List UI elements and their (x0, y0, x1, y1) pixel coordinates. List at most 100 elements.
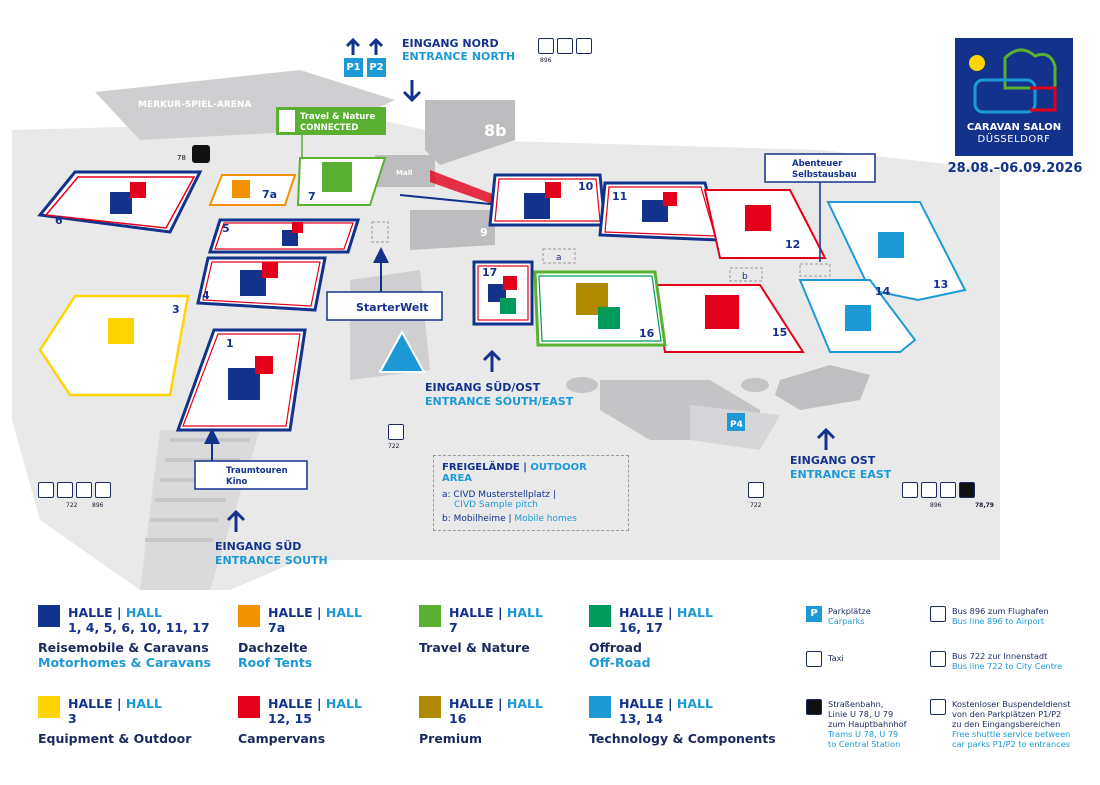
entrance-north-en: ENTRANCE NORTH (402, 50, 516, 63)
motorhome-icon (38, 605, 60, 627)
hall-7a-number: 7a (262, 188, 277, 201)
tram-de-3: zum Hauptbahnhof (828, 719, 907, 729)
hall-15-icon (705, 295, 739, 329)
legend-hall: HALL (125, 605, 162, 620)
phone-icon (589, 696, 611, 718)
p2-badge: P2 (367, 58, 386, 77)
legend-halle: HALLE (619, 696, 664, 711)
offroad-icon (589, 605, 611, 627)
hall-3-icon (108, 318, 134, 344)
star-icon (419, 696, 441, 718)
city-bus-icon-center (388, 424, 404, 440)
logo-line-1: CARAVAN SALON (966, 122, 1062, 133)
arena-label: MERKUR-SPIEL-ARENA (138, 100, 251, 110)
shuttle-en-2: car parks P1/P2 to entrances (952, 739, 1070, 749)
hall-12-number: 12 (785, 238, 800, 251)
hall-11-icon (642, 200, 668, 222)
mall-bridge (430, 170, 495, 205)
area-a-marker (542, 248, 576, 264)
north-transport-icons (538, 38, 592, 54)
info-tram: Straßenbahn, Linie U 78, U 79 zum Hauptb… (806, 699, 907, 749)
taxi-icon (557, 38, 573, 54)
bus-icon (538, 38, 554, 54)
legend-numbers: 3 (68, 711, 77, 726)
area-b-label: b (742, 272, 748, 282)
mall-label: Mall (396, 169, 413, 177)
bus-icon (76, 482, 92, 498)
legend-de: Dachzelte (238, 640, 308, 655)
hall-9-building (410, 210, 495, 250)
bus-icon (930, 606, 946, 622)
outdoor-title-de: FREIGELÄNDE (442, 462, 520, 473)
tram-en-1: Trams U 78, U 79 (828, 729, 899, 739)
tram-de-1: Straßenbahn, (828, 699, 884, 709)
tram-7879-label: 78,79 (975, 502, 994, 509)
venue-map: MERKUR-SPIEL-ARENA 8b 9 Mall P4 6 7a 7 T… (12, 37, 1000, 590)
roof-tent-icon (238, 605, 260, 627)
shuttle-en-1: Free shuttle service between (952, 729, 1071, 739)
construction-icon (378, 329, 426, 373)
shuttle-de-3: zu den Eingangsbereichen (952, 719, 1061, 729)
legend-item-technology: HALLE | HALL 13, 14 Technology & Compone… (589, 696, 776, 746)
entrance-south-de: EINGANG SÜD (215, 540, 302, 553)
hall-7-number: 7 (308, 190, 316, 203)
bus-icon (921, 482, 937, 498)
bus-722-label-center: 722 (388, 443, 400, 450)
shuttle-de-2: von den Parkplätzen P1/P2 (952, 709, 1062, 719)
travel-nature-label: Travel & Nature (300, 112, 375, 122)
legend-hall: HALL (325, 605, 362, 620)
tent-icon (38, 696, 60, 718)
south-transport-icons (38, 482, 111, 498)
legend-numbers: 16, 17 (619, 620, 663, 635)
hall-1-number: 1 (226, 337, 234, 350)
navigation-icon (419, 605, 441, 627)
tram-de-2: Linie U 78, U 79 (828, 709, 894, 719)
bus896-de: Bus 896 zum Flughafen (952, 606, 1049, 616)
starterwelt-label: StarterWelt (356, 301, 428, 314)
parking-en: Carparks (828, 616, 865, 626)
event-dates: 28.08.–06.09.2026 (947, 161, 1083, 176)
legend-hall: HALL (125, 696, 162, 711)
starterwelt-sign (326, 291, 443, 321)
entrance-east-arrow (816, 427, 836, 450)
hall-4-icon (240, 270, 266, 296)
tram-en-2: to Central Station (828, 739, 901, 749)
area-b-marker (729, 267, 763, 282)
taxi-icon (940, 482, 956, 498)
p1-badge: P1 (344, 58, 363, 77)
outdoor-a-en: CIVD Sample pitch (454, 500, 538, 510)
legend-item-motorhomes: HALLE | HALL 1, 4, 5, 6, 10, 11, 17 Reis… (38, 605, 211, 670)
legend-de: Offroad (589, 640, 642, 655)
entrance-east-de: EINGANG OST (790, 454, 876, 467)
hall-5-icon (282, 230, 298, 246)
hall-6-number: 6 (55, 214, 63, 227)
legend-halle: HALLE (68, 696, 113, 711)
parking-de: Parkplätze (828, 606, 871, 616)
shuttle-icon (902, 482, 918, 498)
hall-14-number: 14 (875, 285, 891, 298)
hall-9-label: 9 (480, 226, 488, 239)
legend-halle: HALLE (68, 605, 113, 620)
legend-item-equipment: HALLE | HALL 3 Equipment & Outdoor (38, 696, 192, 746)
bus-722-label-south: 722 (66, 502, 78, 509)
legend-de: Equipment & Outdoor (38, 731, 192, 746)
outdoor-area-box: FREIGELÄNDE | OUTDOOR AREA a: CIVD Muste… (433, 455, 629, 531)
hall-16-number: 16 (639, 327, 655, 340)
traumtouren-label-1: Traumtouren (226, 466, 288, 476)
legend-en: Motorhomes & Caravans (38, 655, 211, 670)
hall-14-icon (845, 305, 871, 331)
legend-de: Campervans (238, 731, 326, 746)
p4-label: P4 (730, 420, 743, 430)
hall-17-icon (488, 284, 506, 302)
legend-item-campervans: HALLE | HALL 12, 15 Campervans (238, 696, 362, 746)
abenteuer-sign (764, 153, 876, 183)
hall-7a (208, 174, 297, 206)
abenteuer-label-1: Abenteuer (792, 159, 843, 169)
legend-numbers: 1, 4, 5, 6, 10, 11, 17 (68, 620, 210, 635)
legend-numbers: 16 (449, 711, 467, 726)
hall-3 (38, 294, 190, 397)
taxi-icon (806, 651, 822, 667)
legend-en: Off-Road (589, 655, 651, 670)
